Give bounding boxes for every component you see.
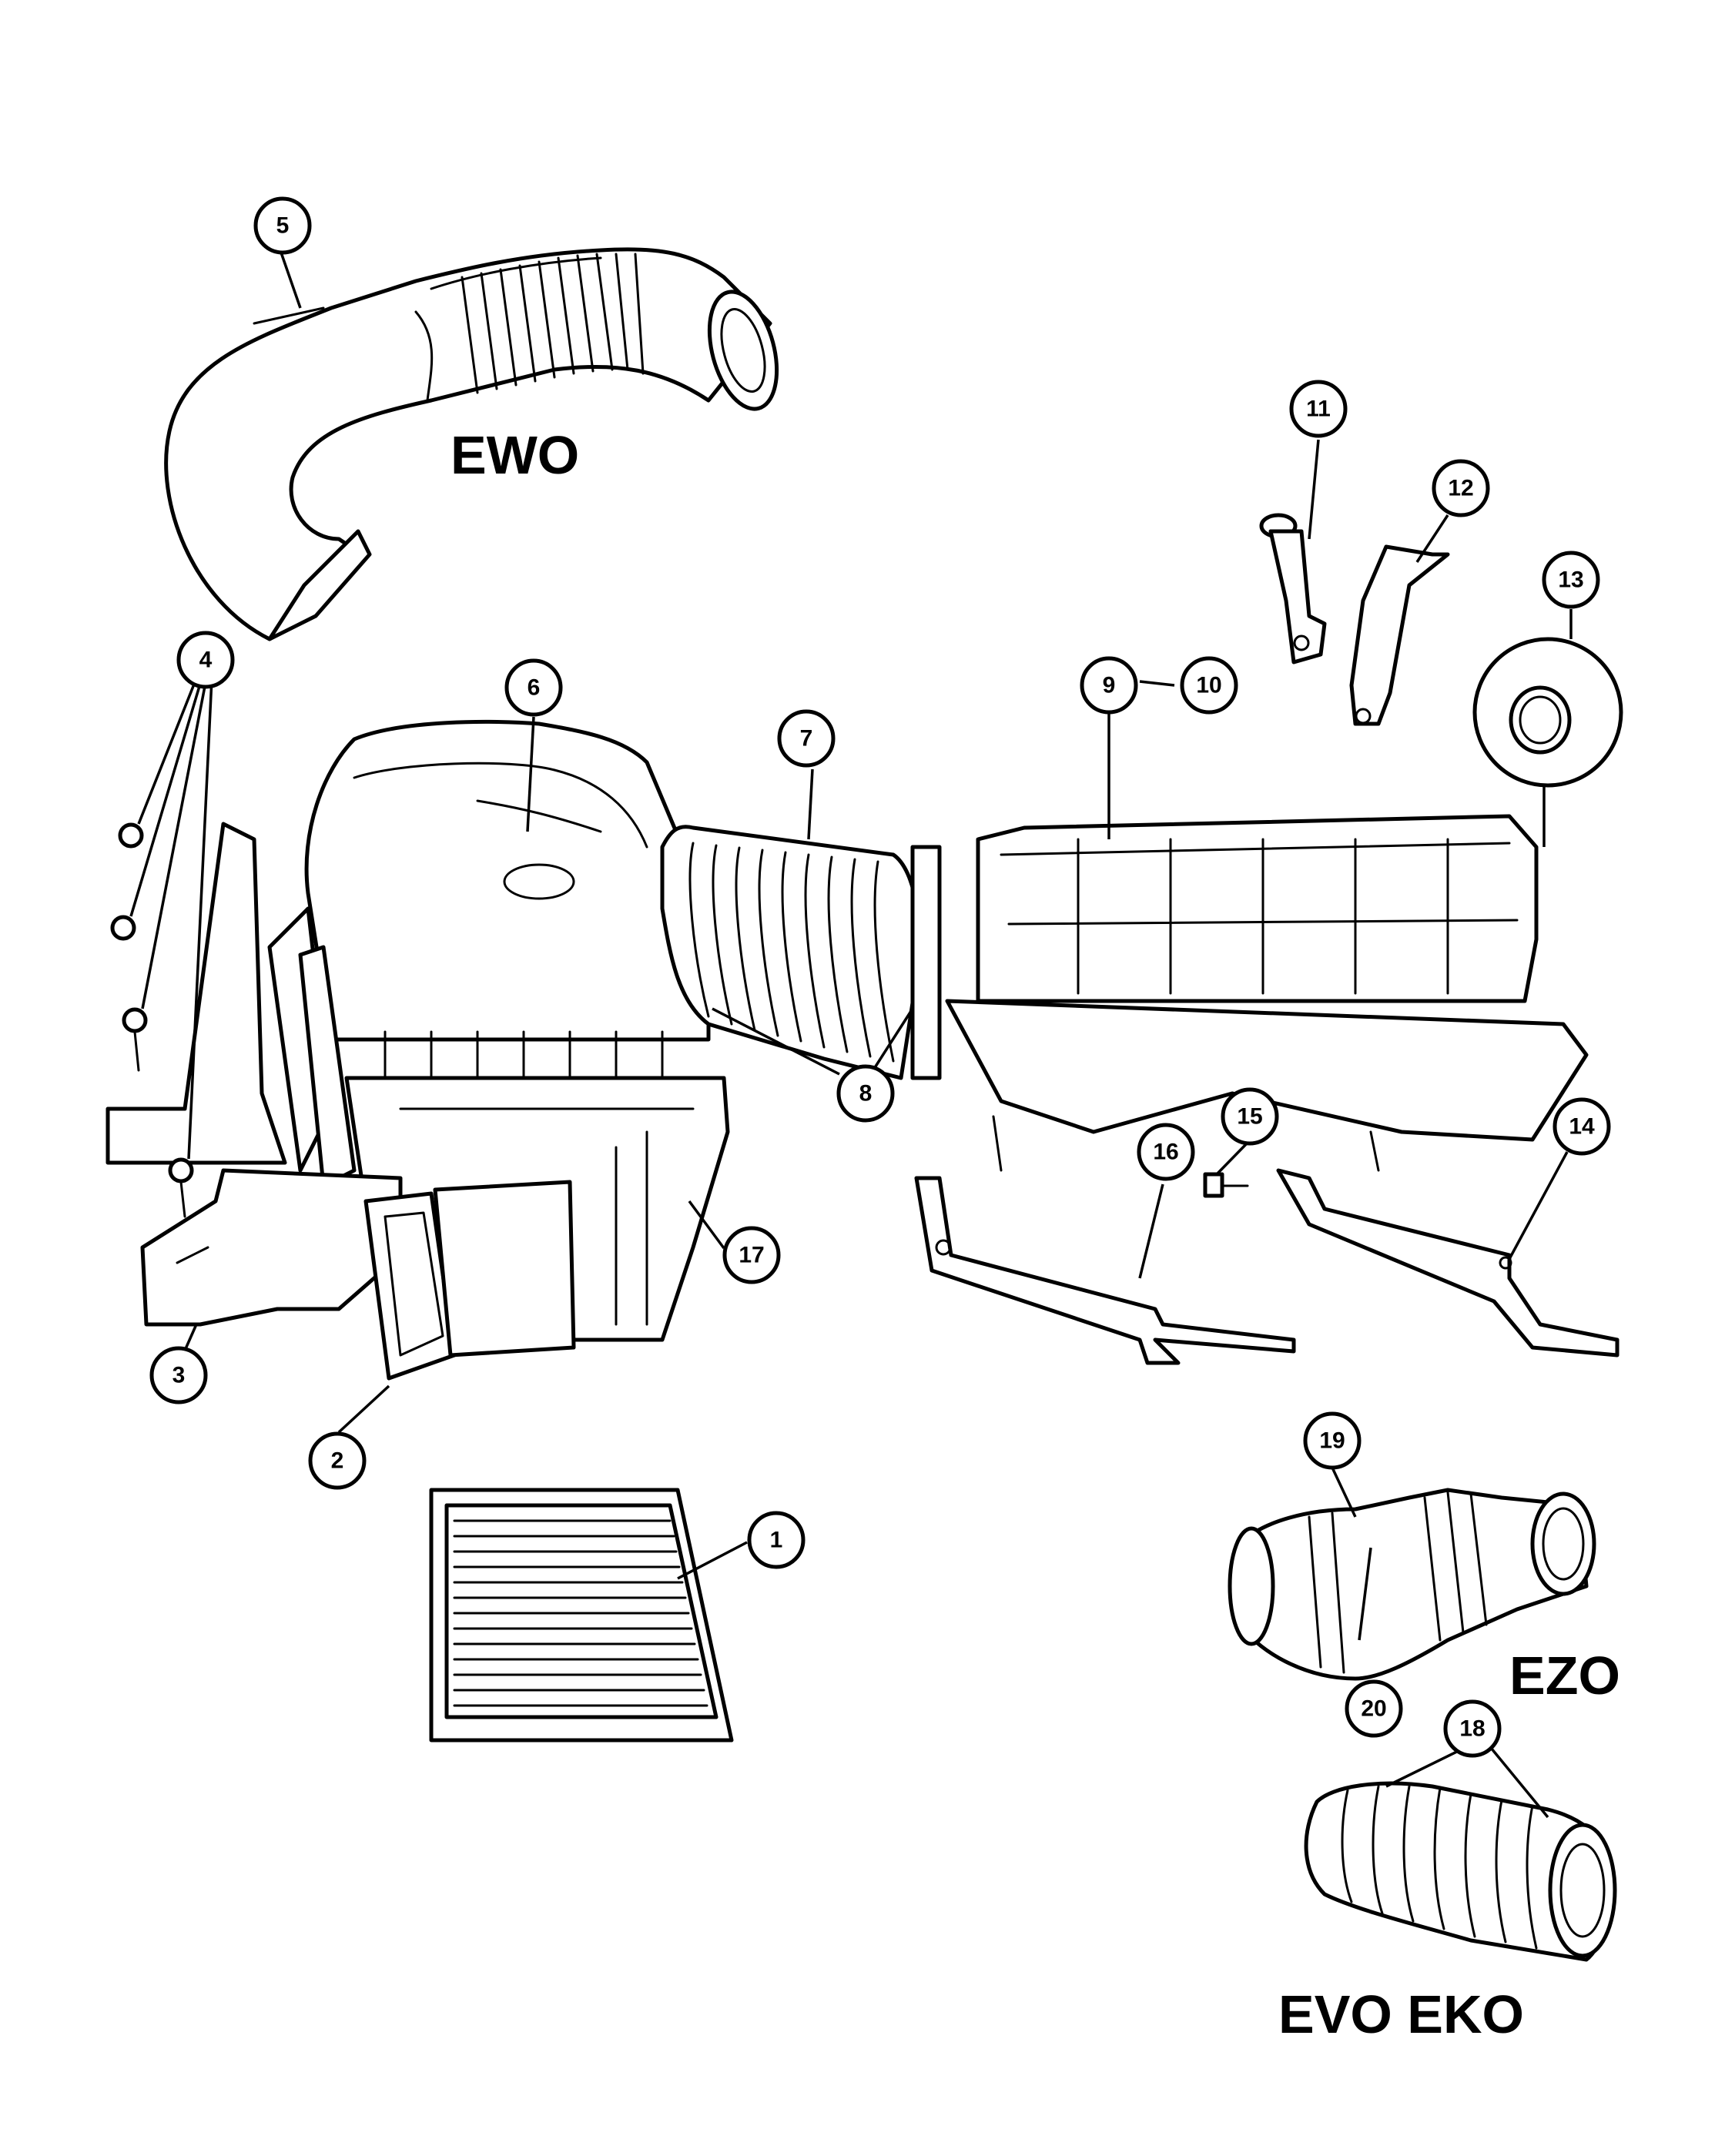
- callout-14: 14: [1552, 1097, 1611, 1156]
- callout-15: 15: [1221, 1087, 1279, 1146]
- callout-16: 16: [1137, 1123, 1195, 1181]
- svg-text:4: 4: [199, 648, 213, 673]
- svg-text:14: 14: [1569, 1114, 1595, 1140]
- callout-9: 9: [1080, 656, 1138, 715]
- callout-2: 2: [308, 1431, 367, 1490]
- svg-text:1: 1: [770, 1528, 783, 1553]
- callout-17: 17: [722, 1226, 781, 1284]
- part-15-fastener: [1203, 1172, 1249, 1198]
- svg-text:18: 18: [1459, 1716, 1485, 1742]
- callout-12: 12: [1432, 459, 1490, 517]
- part-14-support-bar: [1276, 1168, 1619, 1358]
- part-12-bracket: [1349, 544, 1450, 726]
- part-3-lower-bracket: [140, 1168, 403, 1327]
- callout-4: 4: [176, 631, 235, 689]
- callout-6: 6: [504, 658, 563, 717]
- part-9-resonator: [945, 814, 1589, 1172]
- callout-19: 19: [1303, 1411, 1362, 1470]
- callout-1: 1: [747, 1511, 806, 1569]
- callout-10: 10: [1180, 656, 1238, 715]
- svg-text:5: 5: [276, 213, 290, 239]
- part-1-air-filter-element: [429, 1488, 734, 1743]
- part-2-inlet-seal: [363, 1180, 576, 1381]
- variant-label-ezo: EZO: [1509, 1645, 1620, 1706]
- svg-text:9: 9: [1103, 673, 1116, 698]
- callout-11: 11: [1289, 380, 1348, 438]
- part-18-evo-eko-hose: [1304, 1781, 1617, 1962]
- svg-text:19: 19: [1319, 1428, 1345, 1454]
- svg-text:12: 12: [1448, 476, 1473, 501]
- callout-7: 7: [777, 709, 836, 768]
- callout-5: 5: [253, 196, 312, 255]
- svg-text:13: 13: [1558, 567, 1583, 593]
- svg-text:6: 6: [528, 675, 541, 701]
- leader-lines: [129, 252, 1573, 1819]
- svg-text:20: 20: [1361, 1696, 1386, 1722]
- part-13-grommet: [1472, 637, 1623, 788]
- svg-text:17: 17: [739, 1243, 764, 1268]
- svg-text:11: 11: [1306, 397, 1331, 422]
- part-4-mounting-bracket-and-fasteners: [106, 822, 357, 1218]
- callout-8: 8: [836, 1064, 895, 1123]
- svg-text:8: 8: [859, 1081, 873, 1106]
- svg-text:7: 7: [800, 726, 813, 752]
- part-19-20-ezo-elbow-assembly: [1228, 1488, 1596, 1681]
- svg-text:16: 16: [1153, 1140, 1178, 1165]
- part-5-inlet-duct-ewo: [164, 247, 779, 641]
- callout-20: 20: [1345, 1679, 1403, 1738]
- callout-13: 13: [1542, 551, 1600, 609]
- variant-label-ewo: EWO: [451, 425, 579, 485]
- part-16-support-rod: [914, 1176, 1296, 1365]
- callout-3: 3: [149, 1346, 208, 1404]
- svg-text:10: 10: [1196, 673, 1221, 698]
- variant-label-evo-eko: EVO EKO: [1278, 1984, 1524, 2044]
- svg-text:2: 2: [331, 1448, 344, 1474]
- part-11-bracket: [1259, 513, 1327, 665]
- callout-18: 18: [1443, 1699, 1502, 1758]
- svg-text:15: 15: [1237, 1104, 1262, 1130]
- svg-text:3: 3: [172, 1363, 186, 1388]
